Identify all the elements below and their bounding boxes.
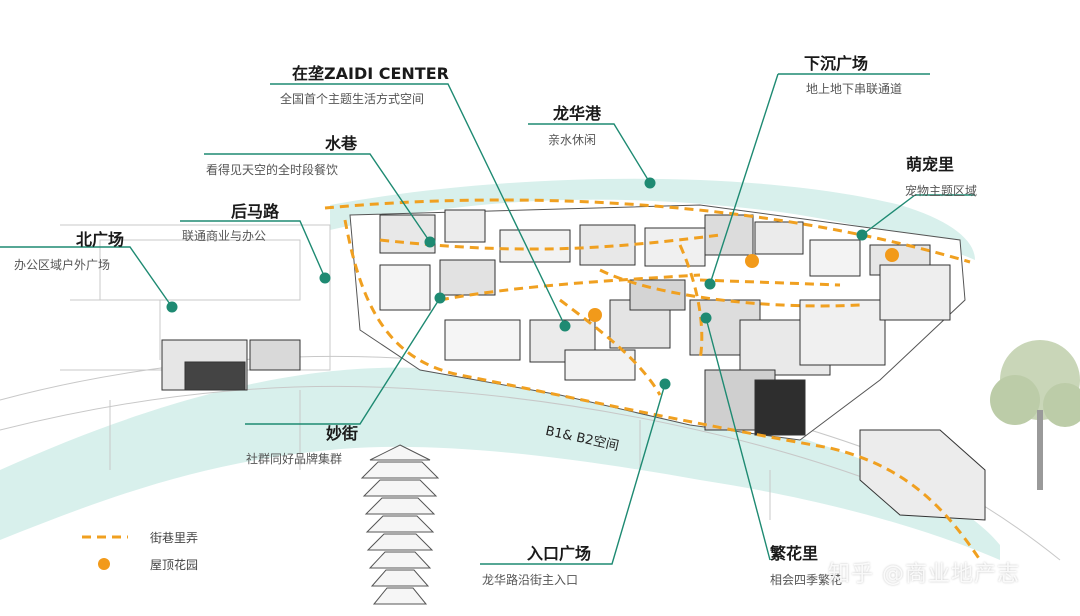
legend-garden-swatch <box>98 558 110 570</box>
zone-title-rukou: 入口广场 <box>527 544 592 563</box>
zone-title-fanhua: 繁花里 <box>770 544 819 563</box>
zone-desc-shuixiang: 看得见天空的全时段餐饮 <box>206 163 339 177</box>
zone-desc-zaidi: 全国首个主题生活方式空间 <box>280 92 425 106</box>
building-complex <box>349 204 966 441</box>
tree <box>990 340 1080 490</box>
legend-symbols <box>82 535 128 570</box>
zone-desc-xiachen: 地上地下串联通道 <box>806 82 903 96</box>
zone-markers <box>166 177 868 390</box>
east-building <box>859 429 986 521</box>
river-band <box>0 367 1000 560</box>
legend-lane-label: 街巷里弄 <box>150 531 199 545</box>
zone-title-zaidi: 在垄ZAIDI CENTER <box>292 64 449 83</box>
office-buildings <box>161 339 301 391</box>
zone-desc-bei: 办公区域户外广场 <box>14 258 111 272</box>
zone-title-mengchong: 萌宠里 <box>906 155 955 174</box>
pagoda <box>360 444 440 605</box>
legend-garden-label: 屋顶花园 <box>150 558 199 572</box>
zone-desc-miao: 社群同好品牌集群 <box>246 452 343 466</box>
zone-title-longhua-gang: 龙华港 <box>553 104 602 123</box>
zone-desc-mengchong: 宠物主题区域 <box>905 184 978 198</box>
zone-title-shuixiang: 水巷 <box>325 134 358 153</box>
leader-lines <box>0 73 975 565</box>
zone-desc-rukou: 龙华路沿街主入口 <box>482 573 579 587</box>
zone-desc-longhua-gang: 亲水休闲 <box>548 133 597 147</box>
rooftop-gardens <box>588 248 899 322</box>
zone-title-houma: 后马路 <box>231 202 280 221</box>
zone-title-miao: 妙街 <box>326 424 359 443</box>
zone-desc-houma: 联通商业与办公 <box>182 229 267 243</box>
zone-desc-fanhua: 相会四季繁花 <box>770 573 843 587</box>
zone-title-bei: 北广场 <box>76 230 125 249</box>
watermark: 知乎 @商业地产志 <box>828 562 1020 587</box>
zone-title-xiachen: 下沉广场 <box>804 54 869 73</box>
